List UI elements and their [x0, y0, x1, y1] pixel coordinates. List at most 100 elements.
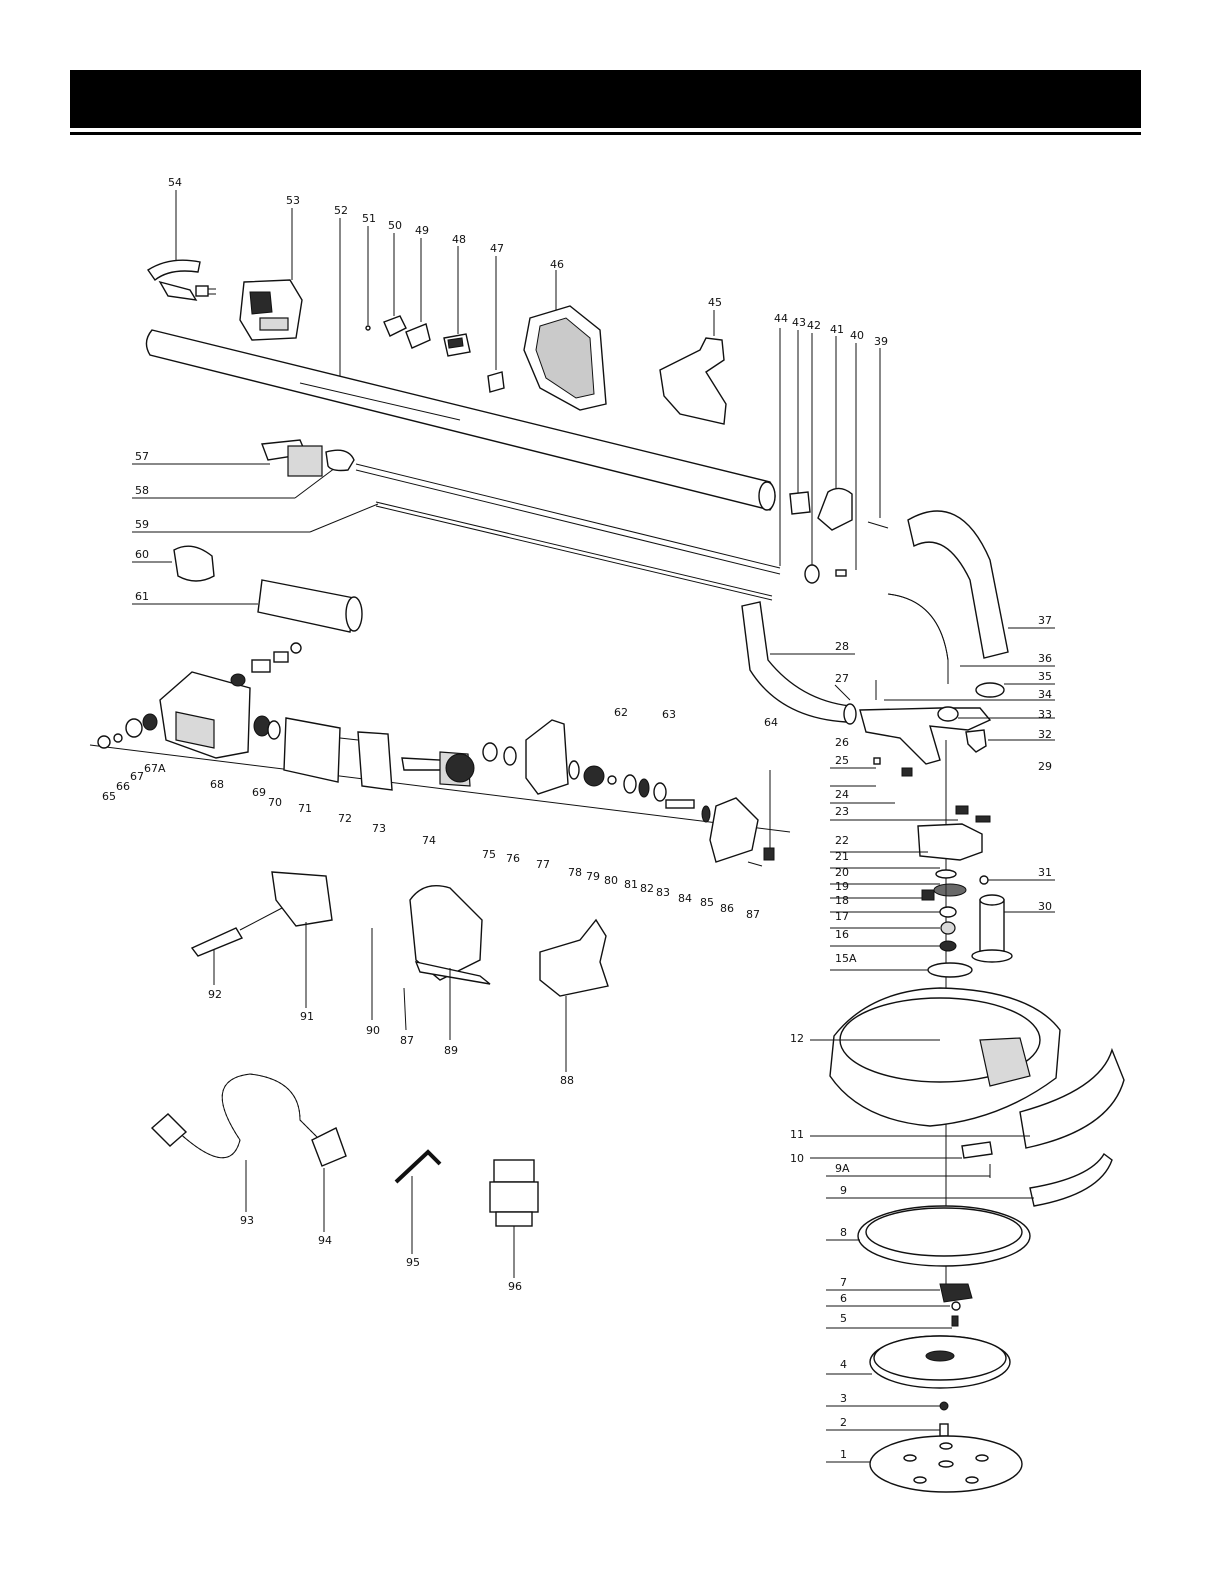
part-95-hex-key	[396, 1152, 440, 1254]
callout-7: 7	[840, 1276, 847, 1289]
callout-96: 96	[508, 1280, 522, 1293]
part-30-tube	[972, 876, 1055, 962]
callout-68: 68	[210, 778, 224, 791]
callout-70: 70	[268, 796, 282, 809]
callout-27: 27	[835, 672, 849, 685]
callout-90: 90	[366, 1024, 380, 1037]
part-53-switch-housing	[240, 208, 302, 340]
callout-34: 34	[1038, 688, 1052, 701]
callout-84: 84	[678, 892, 692, 905]
callout-71: 71	[298, 802, 312, 815]
callout-36: 36	[1038, 652, 1052, 665]
part-10	[810, 1142, 992, 1158]
callout-41: 41	[830, 323, 844, 336]
callout-24: 24	[835, 788, 849, 801]
part-4-backing-pad	[826, 1336, 1010, 1388]
callout-81: 81	[624, 878, 638, 891]
callout-79: 79	[586, 870, 600, 883]
callout-62: 62	[614, 706, 628, 719]
part-9A-9	[826, 1154, 1112, 1206]
callout-18: 18	[835, 894, 849, 907]
part-46-housing-half	[524, 270, 606, 410]
callout-47: 47	[490, 242, 504, 255]
part-54-power-cord	[148, 190, 216, 300]
callout-20: 20	[835, 866, 849, 879]
callout-4: 4	[840, 1358, 847, 1371]
part-50-switch	[384, 233, 406, 336]
part-93-94-vacuum-hose	[152, 1074, 346, 1232]
callout-73: 73	[372, 822, 386, 835]
callout-49: 49	[415, 224, 429, 237]
part-59-shaft-lead	[132, 504, 378, 532]
callout-83: 83	[656, 886, 670, 899]
callout-57: 57	[135, 450, 149, 463]
callout-67: 67	[130, 770, 144, 783]
part-28-elbow-pipe	[742, 602, 855, 722]
callout-52: 52	[334, 204, 348, 217]
callout-88: 88	[560, 1074, 574, 1087]
part-43-clip	[790, 330, 810, 514]
callout-25: 25	[835, 754, 849, 767]
callout-19: 19	[835, 880, 849, 893]
callout-31: 31	[1038, 866, 1052, 879]
part-89-90-cover	[372, 886, 490, 1040]
callout-93: 93	[240, 1214, 254, 1227]
callout-46: 46	[550, 258, 564, 271]
part-12-head-cover	[810, 988, 1060, 1126]
callout-86: 86	[720, 902, 734, 915]
callout-80: 80	[604, 874, 618, 887]
callout-61: 61	[135, 590, 149, 603]
callout-6: 6	[840, 1292, 847, 1305]
part-32-33-arm	[860, 680, 1055, 764]
part-45-handle-housing	[660, 310, 726, 424]
callout-60: 60	[135, 548, 149, 561]
callout-85: 85	[700, 896, 714, 909]
callout-37: 37	[1038, 614, 1052, 627]
callout-63: 63	[662, 708, 676, 721]
part-37-elbow-hose	[908, 511, 1055, 658]
part-51-pin	[366, 226, 370, 330]
callout-74: 74	[422, 834, 436, 847]
callout-48: 48	[452, 233, 466, 246]
callout-42: 42	[807, 319, 821, 332]
callout-51: 51	[362, 212, 376, 225]
callout-69: 69	[252, 786, 266, 799]
callout-28: 28	[835, 640, 849, 653]
part-36-flex-tube	[888, 594, 1055, 684]
callout-9A: 9A	[835, 1162, 850, 1175]
callout-75: 75	[482, 848, 496, 861]
parts-5-7-hub	[826, 1284, 972, 1328]
callout-78: 78	[568, 866, 582, 879]
callout-66: 66	[116, 780, 130, 793]
callout-87b: 87	[400, 1034, 414, 1047]
part-48-block	[444, 246, 470, 356]
part-57-brush-holder	[132, 440, 322, 476]
part-8-brush-ring	[826, 1206, 1030, 1266]
part-49-lever	[406, 238, 430, 348]
callout-32: 32	[1038, 728, 1052, 741]
callout-15A: 15A	[835, 952, 857, 965]
callout-95: 95	[406, 1256, 420, 1269]
callout-76: 76	[506, 852, 520, 865]
callout-39: 39	[874, 335, 888, 348]
callout-22: 22	[835, 834, 849, 847]
callout-77: 77	[536, 858, 550, 871]
callout-87: 87	[746, 908, 760, 921]
callout-2: 2	[840, 1416, 847, 1429]
callout-43: 43	[792, 316, 806, 329]
callout-11: 11	[790, 1128, 804, 1141]
callout-82: 82	[640, 882, 654, 895]
motor-assembly	[90, 643, 790, 866]
callout-12: 12	[790, 1032, 804, 1045]
callout-45: 45	[708, 296, 722, 309]
callout-67A: 67A	[144, 762, 166, 775]
callout-17: 17	[835, 910, 849, 923]
part-39-spring	[868, 348, 888, 528]
part-61-sleeve	[132, 580, 362, 632]
callout-72: 72	[338, 812, 352, 825]
part-88-housing	[540, 920, 608, 1072]
callout-35: 35	[1038, 670, 1052, 683]
callout-10: 10	[790, 1152, 804, 1165]
callout-94: 94	[318, 1234, 332, 1247]
